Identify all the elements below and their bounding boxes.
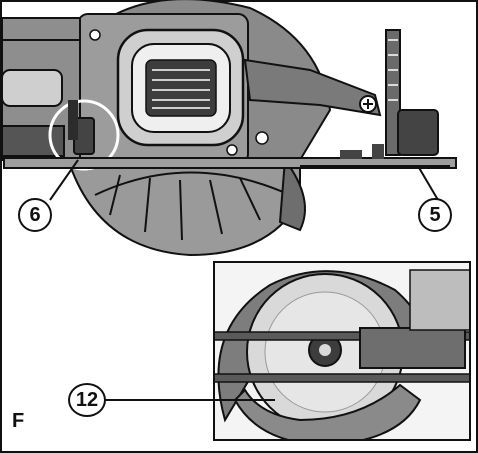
saw-blade-icon <box>213 261 471 441</box>
callout-6: 6 <box>18 198 52 232</box>
callout-5: 5 <box>418 198 452 232</box>
callout-12: 12 <box>68 383 106 417</box>
figure-letter: F <box>12 410 25 432</box>
circular-saw-icon <box>1 0 457 257</box>
